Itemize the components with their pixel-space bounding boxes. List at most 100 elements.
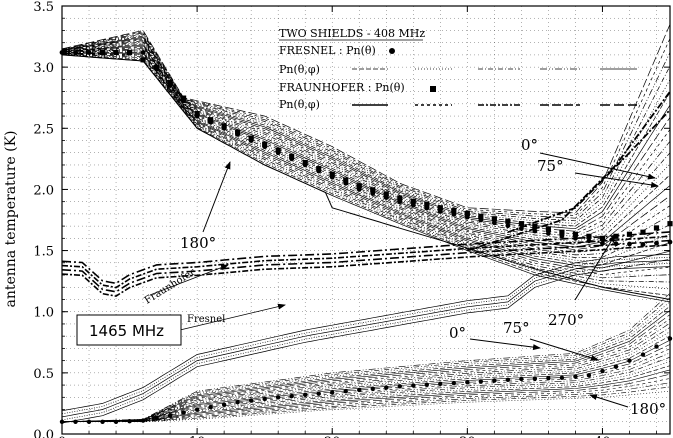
point-fresnel-dots xyxy=(586,238,592,244)
curve-lower-bundle xyxy=(61,335,671,423)
point-fresnel-low-dots xyxy=(194,407,200,412)
curve-upper-bundle xyxy=(61,53,671,283)
curve-bundles xyxy=(61,24,671,424)
point-fresnel-low-dots xyxy=(289,393,294,399)
curve-lower-bundle xyxy=(61,318,671,423)
y-tick-label: 3.0 xyxy=(33,61,54,76)
curve-lower-bundle xyxy=(61,369,671,423)
point-fresnel-low-dots xyxy=(140,418,146,423)
curve-lower-bundle xyxy=(61,365,671,423)
curve-upper-bundle xyxy=(61,54,671,296)
point-fraunhofer-square xyxy=(235,129,241,135)
point-fraunhofer-square xyxy=(451,208,457,214)
curve-upper-bundle xyxy=(61,32,671,219)
curve-lower-bundle xyxy=(61,344,671,423)
point-fresnel-low-dots xyxy=(546,375,551,381)
point-fresnel-low-dots xyxy=(478,379,484,384)
point-fresnel-low-dots xyxy=(600,368,605,374)
point-fresnel-dots xyxy=(546,231,551,236)
y-tick-label: 1.0 xyxy=(33,306,54,321)
curve-upper-bundle xyxy=(61,51,671,265)
curve-upper-bundle xyxy=(61,45,671,251)
curve-descending xyxy=(61,54,671,300)
legend-entry-fresnel-phi: Pn(θ,φ) xyxy=(279,63,320,76)
point-fresnel-low-dots xyxy=(559,375,565,380)
curve-fresnel-1465 xyxy=(61,266,671,424)
curve-upper-bundle xyxy=(61,42,671,243)
point-fraunhofer-square xyxy=(613,233,619,239)
y-tick-label: 2.5 xyxy=(33,122,54,137)
curve-lower-bundle xyxy=(61,331,671,423)
point-fresnel-low-dots xyxy=(370,386,375,391)
point-fraunhofer-square xyxy=(424,201,430,208)
point-fraunhofer-square xyxy=(545,226,551,232)
point-fraunhofer-square xyxy=(599,235,606,241)
arrow-0deg-upper xyxy=(539,152,656,180)
y-tick-label: 1.5 xyxy=(33,245,54,260)
arrow-75deg-upper xyxy=(574,172,659,188)
point-fraunhofer-square xyxy=(194,111,200,117)
curve-fresnel-1465 xyxy=(61,256,671,415)
point-fresnel-low-dots xyxy=(113,419,119,424)
point-fraunhofer-square xyxy=(370,187,376,193)
point-fresnel-dots xyxy=(627,241,632,247)
point-fresnel-dots xyxy=(518,226,524,231)
point-fresnel-low-dots xyxy=(640,352,646,357)
anno-0deg-upper: 0° xyxy=(521,136,538,154)
curve-upper-bundle xyxy=(61,54,671,290)
point-fresnel-dots xyxy=(640,242,646,247)
point-fraunhofer-square xyxy=(478,213,484,219)
arrow-75deg-lower xyxy=(529,338,599,361)
curve-upper-bundle xyxy=(61,39,671,235)
x-tick-label: 0 xyxy=(58,435,66,438)
curve-lower-bundle xyxy=(61,327,671,423)
point-fresnel-low-dots xyxy=(154,415,159,421)
point-fraunhofer-square xyxy=(208,117,214,123)
curve-upper-bundle xyxy=(61,34,671,224)
point-fresnel-dots xyxy=(86,50,92,55)
anno-270deg: 270° xyxy=(548,311,584,329)
arrow-fraunhofer xyxy=(149,264,229,296)
legend: TWO SHIELDS - 408 MHz FRESNEL : Pn(θ) Pn… xyxy=(279,27,637,111)
curve-upper-bundle xyxy=(61,36,671,230)
point-fresnel-low-dots xyxy=(505,377,511,382)
point-fresnel-low-dots xyxy=(532,376,538,381)
curve-lower-bundle xyxy=(62,382,671,423)
y-tick-label: 0.5 xyxy=(33,367,54,382)
point-fraunhofer-square xyxy=(140,57,146,63)
point-fresnel-low-dots xyxy=(100,419,105,424)
point-fresnel-low-dots xyxy=(167,413,173,418)
curve-lower-bundle xyxy=(61,314,671,423)
arrow-fresnel xyxy=(179,303,286,331)
axes: 0.00.51.01.52.02.53.03.5010203040 xyxy=(33,0,671,438)
point-fresnel-low-dots xyxy=(451,380,457,386)
legend-entry-fraunhofer: FRAUNHOFER : Pn(θ) xyxy=(279,81,405,94)
curve-upper-bundle xyxy=(61,50,671,262)
plot-frame xyxy=(61,5,671,435)
anno-0deg-lower: 0° xyxy=(449,324,466,342)
label-box-1465 xyxy=(76,314,182,346)
point-fresnel-low-dots xyxy=(316,391,321,396)
curve-fresnel-1465 xyxy=(61,253,671,412)
curve-upper-bundle xyxy=(61,44,671,248)
y-tick-label: 3.5 xyxy=(33,0,54,15)
curve-lower-bundle xyxy=(61,297,671,423)
point-fraunhofer-square xyxy=(586,233,592,239)
point-fraunhofer-square xyxy=(397,195,403,201)
point-fresnel-low-dots xyxy=(208,404,213,410)
curve-upper-bundle xyxy=(61,35,671,227)
point-fresnel-low-dots xyxy=(384,385,389,390)
point-fraunhofer-square xyxy=(153,64,160,70)
point-fraunhofer-square xyxy=(248,135,254,141)
point-fresnel-dots xyxy=(600,240,605,246)
point-fresnel-low-dots xyxy=(248,398,254,403)
point-fresnel-low-dots xyxy=(519,376,524,382)
point-fraunhofer-square xyxy=(302,159,308,166)
point-fresnel-low-dots xyxy=(127,418,132,424)
point-fresnel-low-dots xyxy=(613,364,619,369)
curve-lower-bundle xyxy=(61,373,671,423)
point-fraunhofer-square xyxy=(505,218,511,224)
point-fraunhofer-square xyxy=(316,166,322,172)
point-fraunhofer-square xyxy=(572,231,579,237)
